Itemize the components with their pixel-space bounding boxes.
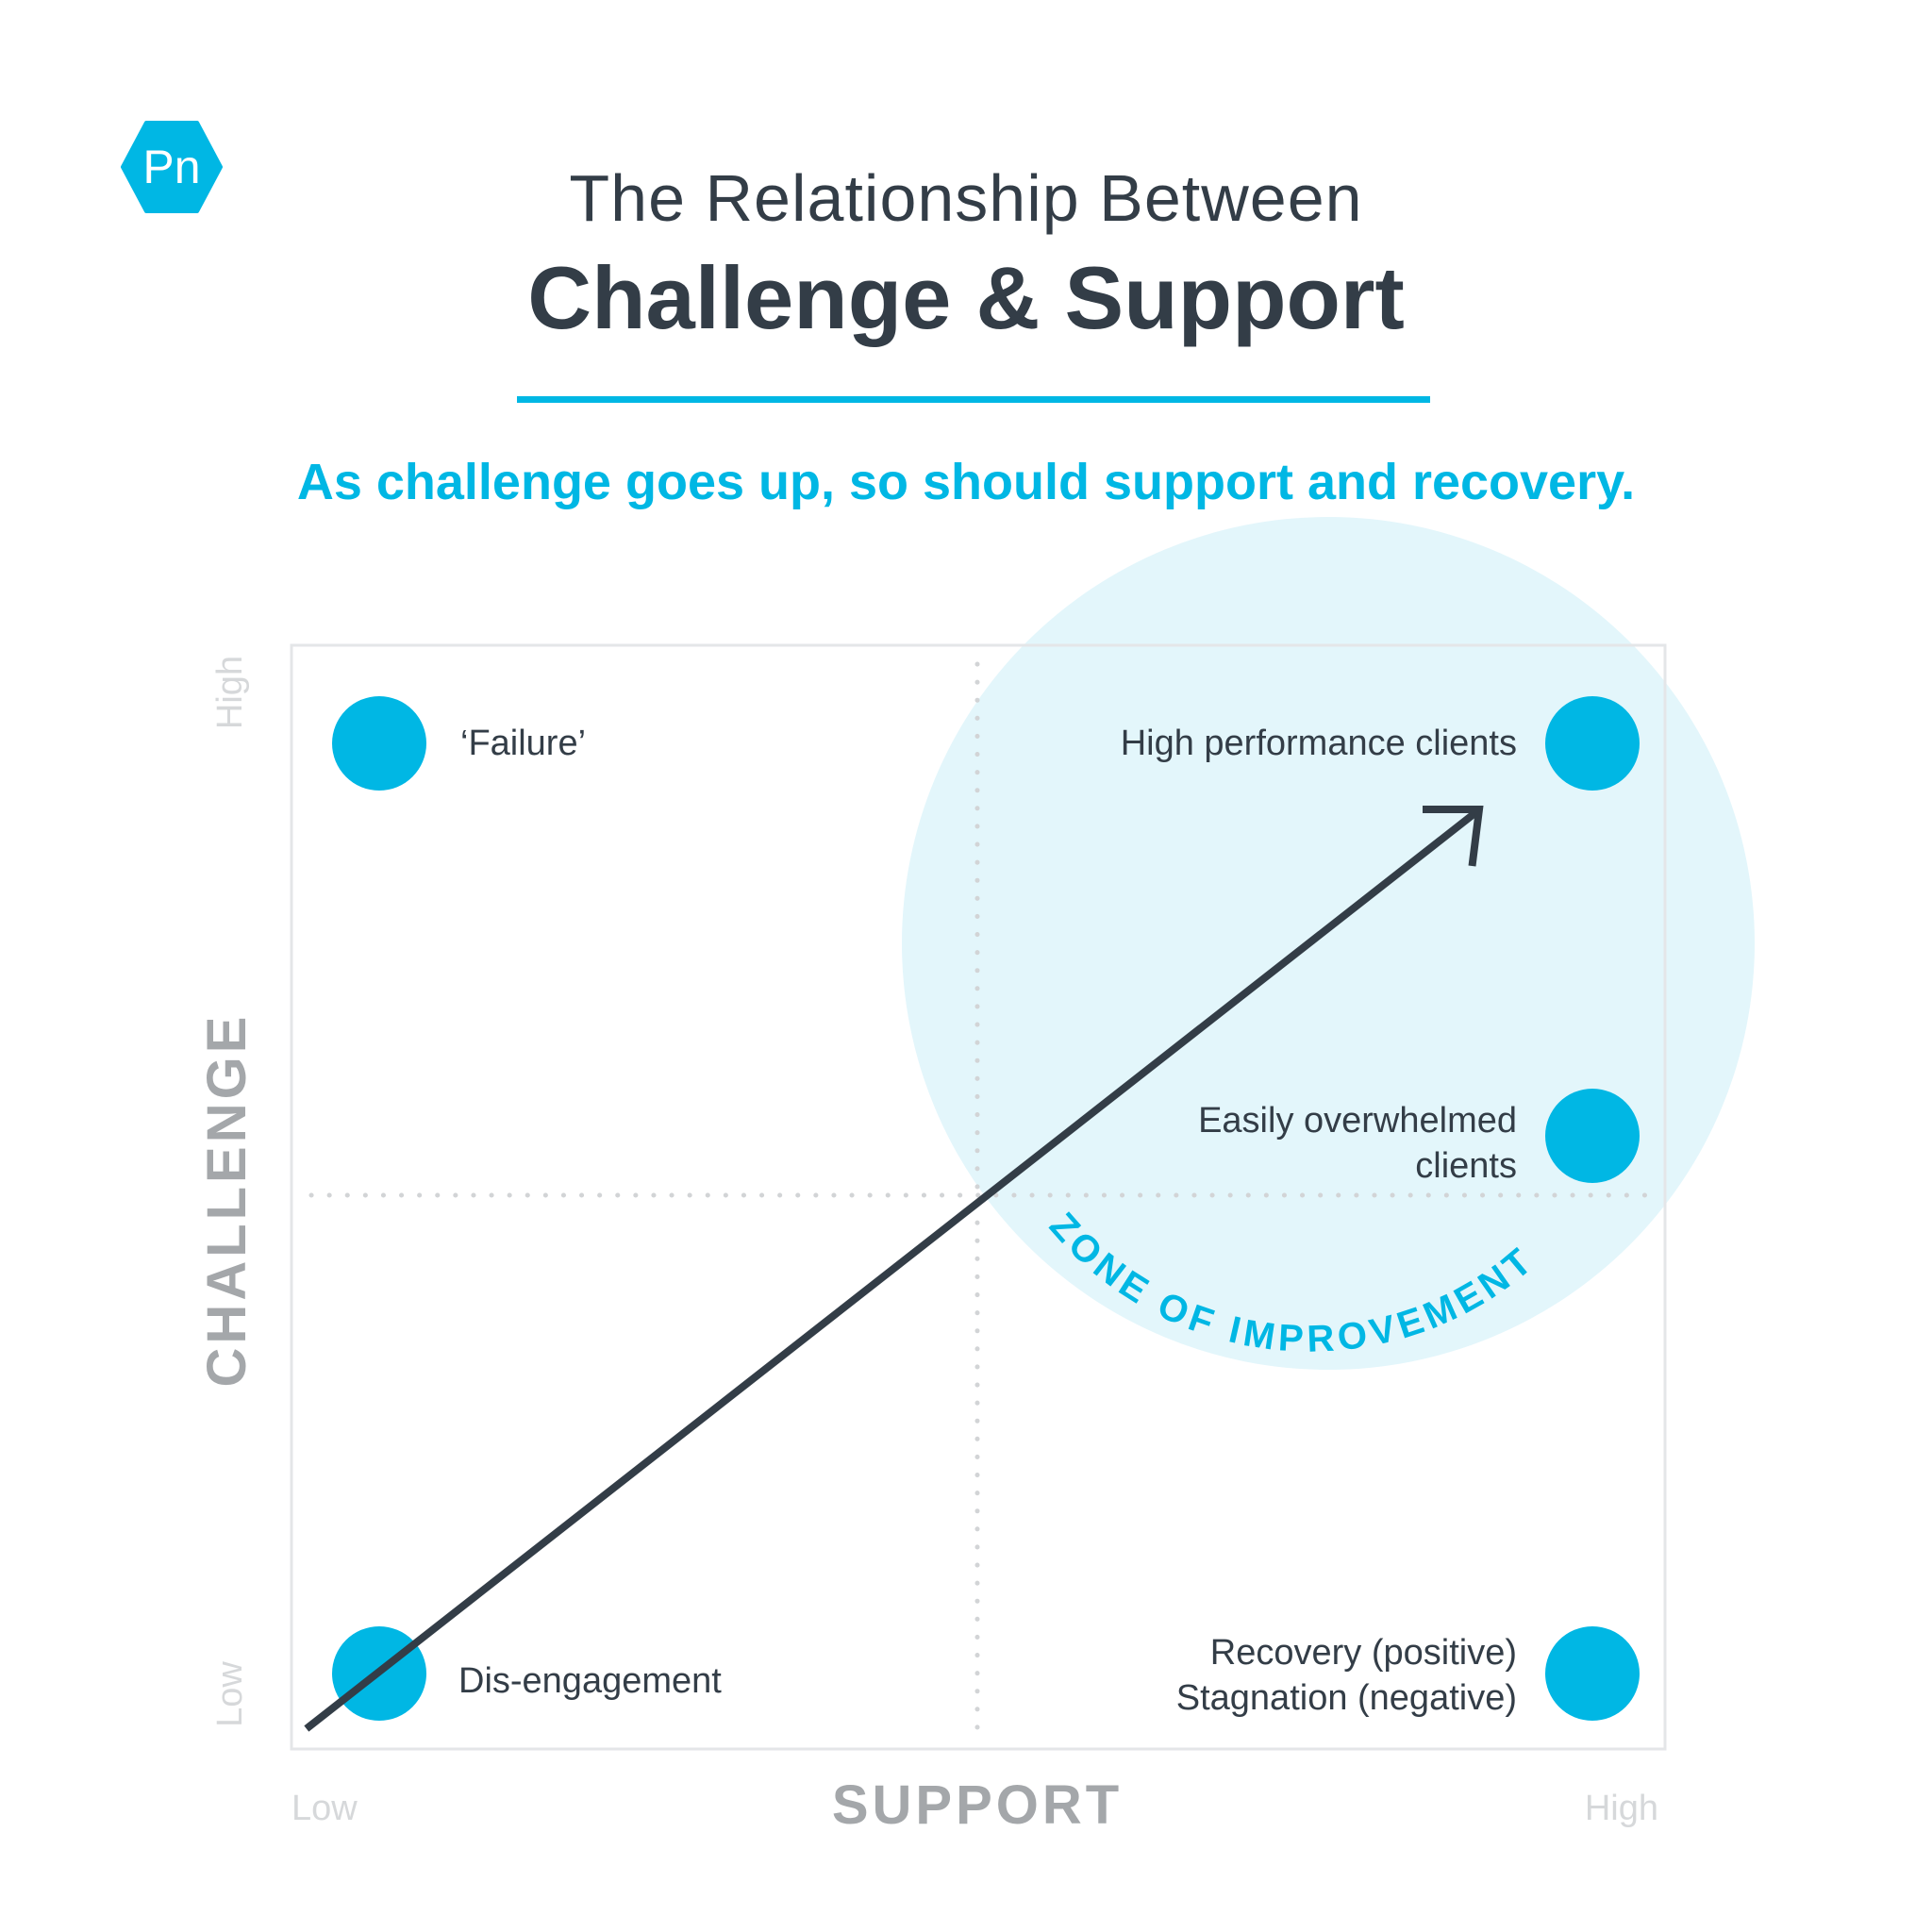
plot-frame <box>290 643 1667 1751</box>
overwhelmed-dot <box>1545 1089 1640 1183</box>
label-recovery-line-1: Recovery (positive) <box>1209 1633 1517 1673</box>
label-overwhelmed-line-2: clients <box>1415 1146 1517 1186</box>
label-disengagement: Dis-engagement <box>458 1661 722 1701</box>
label-overwhelmed-line-1: Easily overwhelmed <box>1198 1101 1517 1141</box>
label-recovery-line-2: Stagnation (negative) <box>1175 1678 1517 1718</box>
title-underline <box>517 396 1430 403</box>
pn-logo: Pn <box>121 121 223 213</box>
title-line-2: Challenge & Support <box>527 248 1405 347</box>
label-high-performance: High performance clients <box>1120 724 1517 763</box>
recovery-dot <box>1545 1626 1640 1721</box>
failure-dot <box>332 696 426 791</box>
y-axis-high-label: High <box>210 655 250 730</box>
y-axis-low-label: Low <box>210 1661 250 1727</box>
zone-of-improvement-circle <box>902 517 1755 1370</box>
x-axis-high-label: High <box>1584 1789 1658 1828</box>
subtitle: As challenge goes up, so should support … <box>296 454 1636 510</box>
arrow-head-icon <box>1423 806 1484 867</box>
x-axis-title: SUPPORT <box>831 1774 1124 1836</box>
logo-text: Pn <box>142 141 200 193</box>
title-line-1: The Relationship Between <box>569 161 1363 235</box>
hexagon-logo-icon: Pn <box>121 121 223 213</box>
y-axis-title: CHALLENGE <box>196 1012 258 1388</box>
high-performance-dot <box>1545 696 1640 791</box>
x-axis-low-label: Low <box>291 1789 358 1828</box>
progress-arrow-line <box>304 806 1483 1732</box>
label-failure: ‘Failure’ <box>460 724 587 763</box>
